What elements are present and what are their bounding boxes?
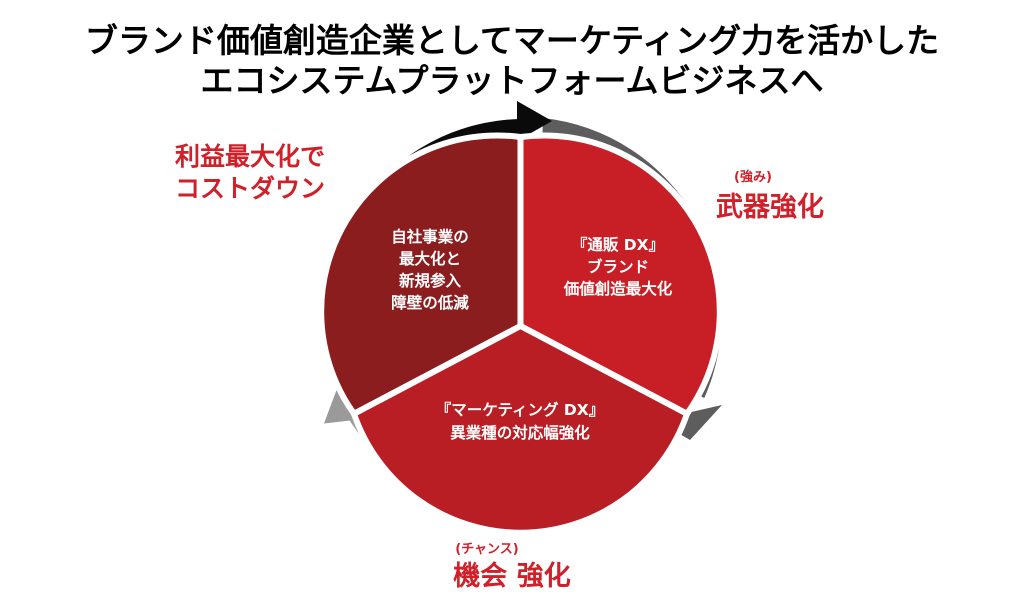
segment-bottom	[351, 323, 690, 536]
segment-left-line-4: 障壁の低減	[391, 293, 469, 312]
segment-bottom-line-2: 異業種の対応幅強化	[450, 423, 590, 442]
label-cost: 利益最大化で コストダウン	[175, 142, 325, 203]
label-chance-main: 機会 強化	[453, 561, 570, 592]
pie-segments	[318, 132, 723, 536]
segment-right	[517, 132, 723, 417]
label-weapon: (強み) 武器強化	[716, 169, 824, 223]
segment-left-text: 自社事業の 最大化と 新規参入 障壁の低減	[391, 227, 469, 312]
segment-right-line-3: 価値創造最大化	[563, 279, 673, 298]
title-line-2: エコシステムプラットフォームビジネスへ	[200, 61, 824, 100]
segment-right-text: 『通販 DX』 ブランド 価値創造最大化	[563, 235, 673, 298]
label-chance: (チャンス) 機会 強化	[453, 542, 570, 592]
segment-bottom-line-1: 『マーケティング DX』	[436, 400, 604, 419]
segment-left-line-1: 自社事業の	[391, 227, 469, 246]
segment-bottom-text: 『マーケティング DX』 異業種の対応幅強化	[436, 400, 604, 442]
arrow-head-dark-gray	[656, 405, 722, 440]
title-line-1: ブランド価値創造企業としてマーケティング力を活かした	[84, 21, 940, 60]
segment-right-line-2: ブランド	[587, 257, 649, 276]
label-weapon-main: 武器強化	[716, 192, 824, 223]
label-cost-line-2: コストダウン	[175, 174, 325, 203]
segment-left-line-2: 最大化と	[399, 249, 461, 268]
arrow-head-black	[517, 101, 552, 141]
segment-left	[318, 132, 524, 417]
segment-right-line-1: 『通販 DX』	[572, 235, 664, 254]
label-weapon-sub: (強み)	[734, 169, 772, 185]
label-chance-sub: (チャンス)	[455, 542, 519, 557]
label-cost-line-1: 利益最大化で	[175, 142, 325, 171]
segment-left-line-3: 新規参入	[399, 271, 462, 290]
